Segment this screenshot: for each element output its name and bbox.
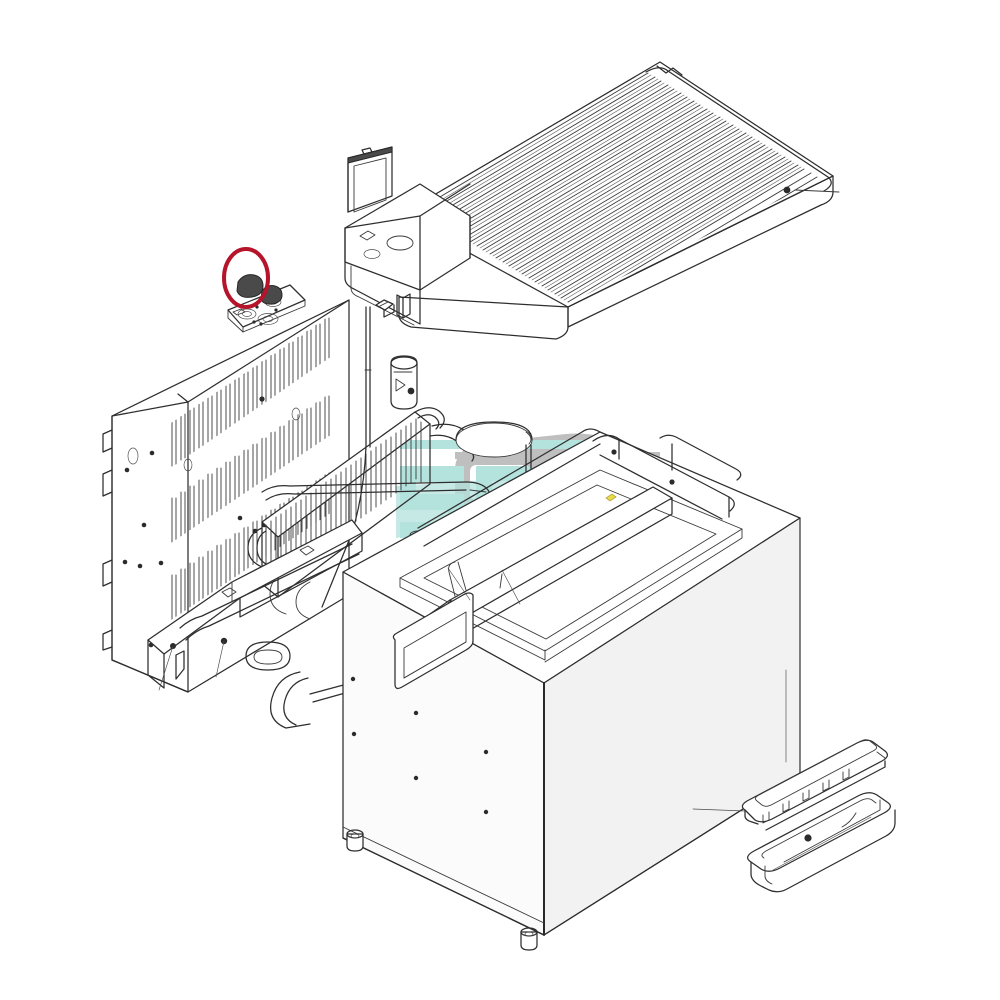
vent-louvres-row-2	[171, 395, 330, 545]
grill-fixing-dot	[783, 186, 791, 194]
part-drip-tray	[747, 792, 896, 893]
panel-hole-group	[127, 407, 301, 472]
part-flue-cylinder	[390, 355, 418, 410]
yellow-accent-marker	[605, 493, 617, 502]
highlight-ellipse-control-knob	[222, 247, 270, 309]
assembly-leader-lines	[692, 669, 787, 812]
part-foot-front	[520, 927, 538, 951]
heat-exchanger-fins	[265, 418, 422, 586]
part-fixing-screw	[375, 299, 395, 318]
part-flue-ring	[455, 421, 533, 458]
misc-leader-lines	[447, 567, 521, 605]
part-finned-heat-exchanger	[247, 407, 481, 620]
cabinet-rivet-dots	[350, 676, 489, 815]
part-hob-frame-tray	[344, 183, 471, 326]
part-ribbed-grill-plate	[398, 61, 840, 340]
part-foot-left	[346, 829, 364, 852]
part-side-lid-panel	[347, 146, 393, 213]
part-cabinet-handle	[392, 592, 474, 690]
vent-louvres-row-1	[171, 317, 330, 467]
part-cabinet-body	[342, 428, 801, 936]
part-cabinet-top-rail	[417, 428, 742, 547]
part-drip-tray-grate	[741, 739, 889, 831]
